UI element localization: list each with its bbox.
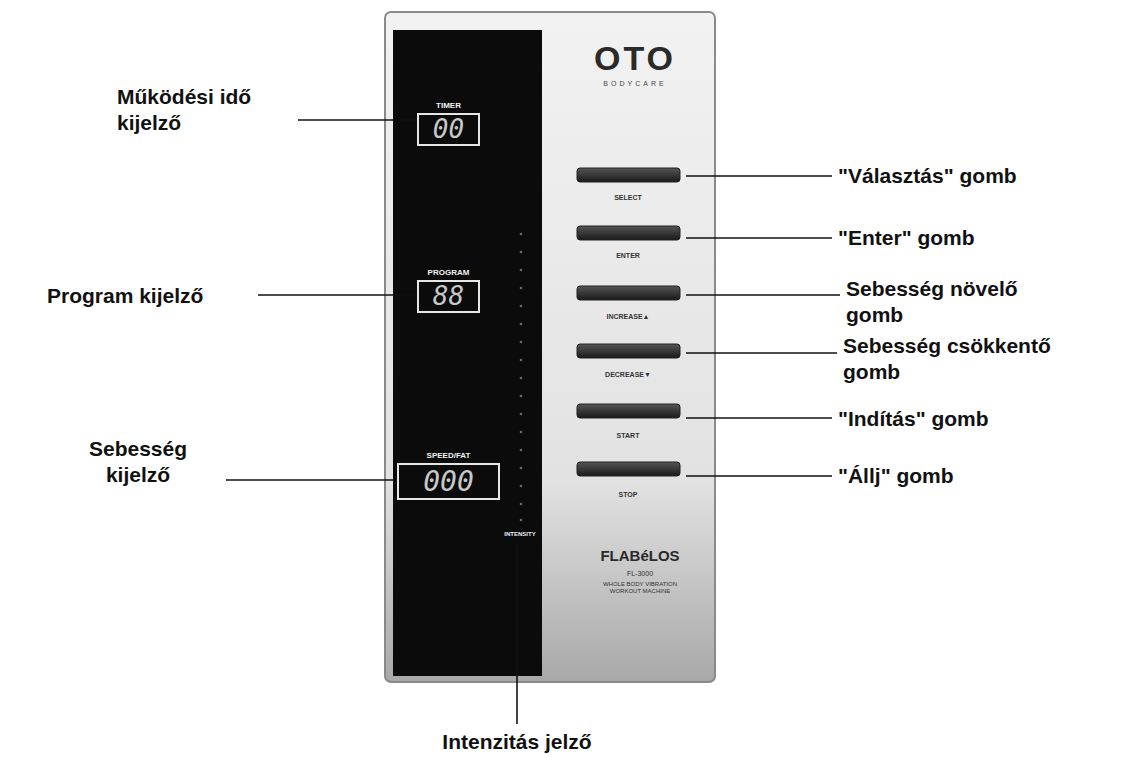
button-caption: ENTER	[578, 252, 678, 261]
button-caption: START	[578, 432, 678, 441]
digit-display: SPEED/FAT000	[397, 463, 500, 500]
callout-label: "Állj" gomb	[838, 463, 1128, 489]
model-number: FL-3000	[590, 570, 690, 579]
model-description: WHOLE BODY VIBRATION WORKOUT MACHINE	[595, 581, 685, 596]
callout-label: Intenzitás jelző	[387, 729, 647, 755]
callout-label: Sebesség növelő gomb	[846, 276, 1056, 327]
button-caption: SELECT	[578, 194, 678, 203]
digit-display: TIMER00	[417, 113, 480, 146]
display-panel	[393, 30, 542, 676]
leader-lines	[226, 120, 840, 724]
model-name: FLABéLOS	[580, 547, 700, 565]
button-caption: INCREASE▲	[578, 313, 678, 322]
brand-subtitle: BODYCARE	[575, 80, 695, 89]
button-caption: DECREASE▼	[578, 371, 678, 380]
panel-housing	[385, 12, 715, 682]
intensity-dots	[520, 233, 523, 522]
button-caption: STOP	[578, 491, 678, 500]
indicator-caption: INTENSITY	[497, 531, 543, 538]
display-digits: 000	[399, 465, 498, 498]
callout-label: Sebesség csökkentő gomb	[843, 333, 1093, 384]
callout-label: Működési idő kijelző	[117, 84, 292, 135]
display-digits: 00	[419, 115, 478, 144]
callout-label: Program kijelző	[47, 283, 262, 309]
display-digits: 88	[419, 282, 478, 311]
callout-label: Sebesség kijelző	[76, 436, 200, 487]
display-heading: PROGRAM	[428, 268, 470, 277]
brand-logo: OTO	[575, 38, 695, 79]
callout-label: "Választás" gomb	[838, 163, 1128, 189]
display-heading: SPEED/FAT	[427, 451, 471, 460]
callout-label: "Indítás" gomb	[838, 406, 1128, 432]
callout-label: "Enter" gomb	[838, 225, 1128, 251]
digit-display: PROGRAM88	[417, 280, 480, 313]
buttons	[577, 168, 680, 476]
display-heading: TIMER	[436, 101, 461, 110]
